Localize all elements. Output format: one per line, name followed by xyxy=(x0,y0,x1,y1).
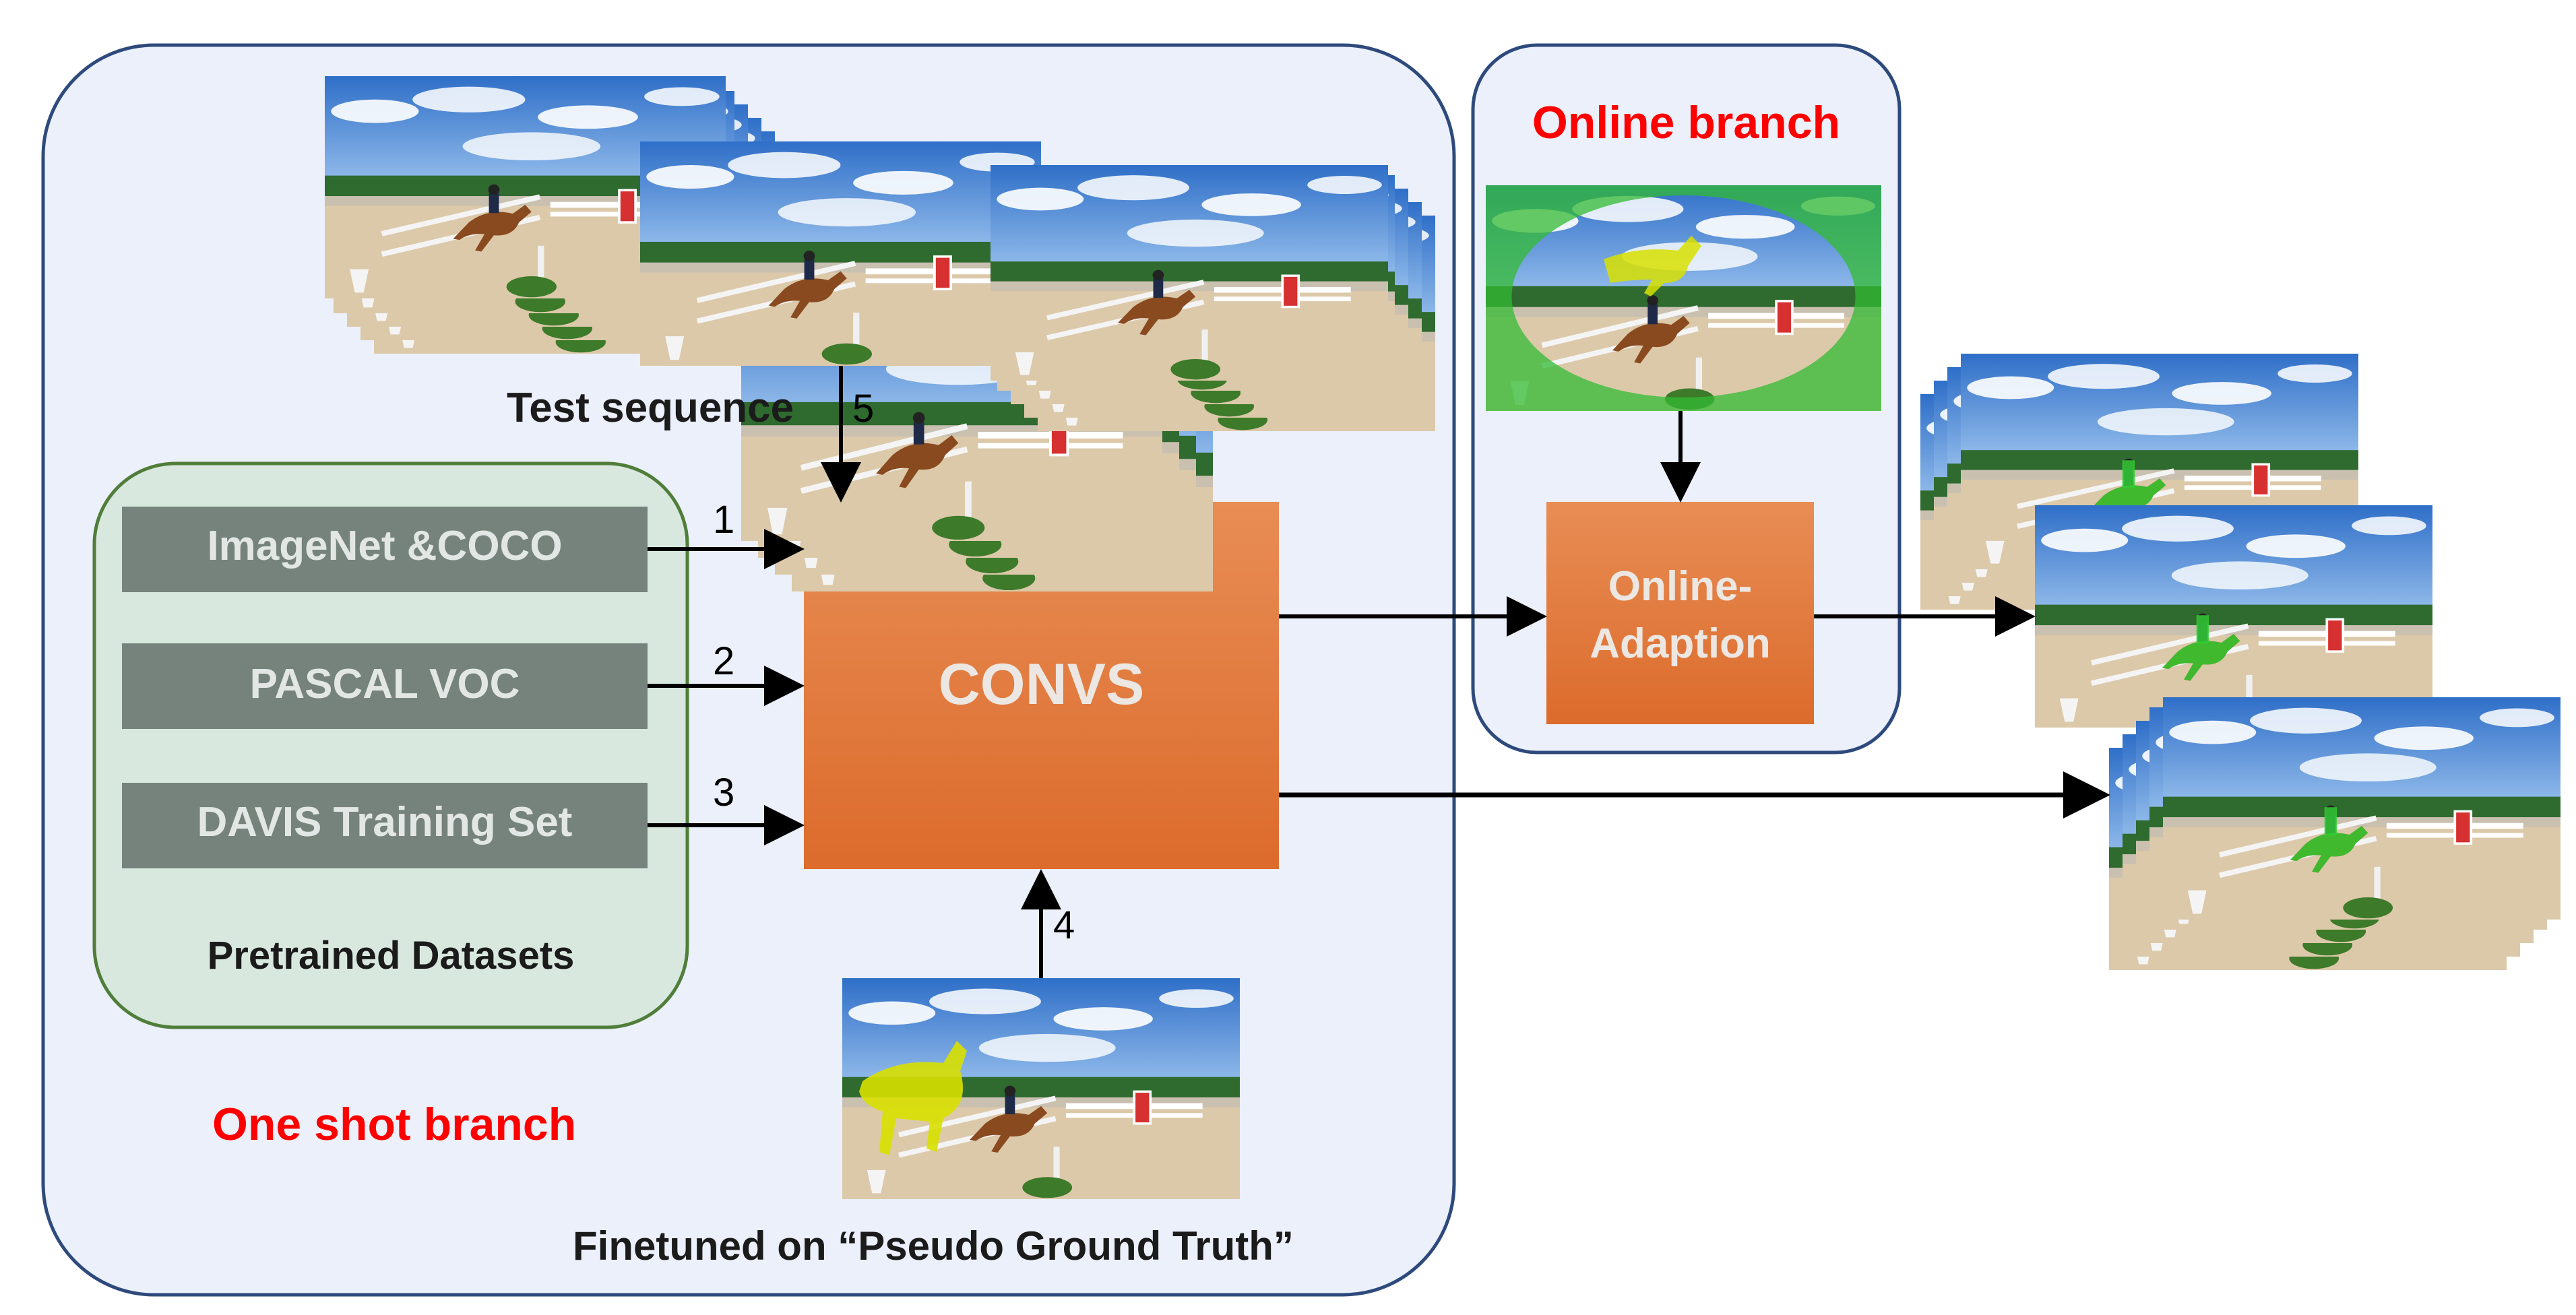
dataset-box-pascal xyxy=(122,643,648,729)
dataset-box-davis xyxy=(122,783,648,868)
arrow-number-2: 2 xyxy=(713,639,735,683)
pretrained-datasets-label: Pretrained Datasets xyxy=(207,934,575,977)
output-stack-bottom xyxy=(2109,697,2561,970)
test-sequence-stack-right xyxy=(991,165,1435,431)
online-adaption-label-line2: Adaption xyxy=(1590,620,1771,667)
pretrained-datasets-group xyxy=(92,461,689,1029)
test-sequence-label: Test sequence xyxy=(507,385,794,431)
finetuned-label: Finetuned on “Pseudo Ground Truth” xyxy=(573,1223,1294,1269)
dataset-box-imagenet xyxy=(122,507,648,592)
arrow-number-3: 3 xyxy=(713,771,735,814)
online-adaption-label-line1: Online- xyxy=(1608,563,1753,610)
arrow-number-4: 4 xyxy=(1053,903,1075,947)
arrow-number-1: 1 xyxy=(713,498,735,542)
online-branch-title: Online branch xyxy=(1532,97,1841,148)
dataset-label-davis: DAVIS Training Set xyxy=(197,799,573,845)
dataset-label-pascal: PASCAL VOC xyxy=(249,661,520,707)
arrow-number-5: 5 xyxy=(852,387,875,430)
pseudo-ground-truth-image xyxy=(842,978,1240,1199)
convs-label: CONVS xyxy=(938,652,1145,717)
dataset-label-imagenet: ImageNet &COCO xyxy=(207,523,563,569)
one-shot-branch-title: One shot branch xyxy=(212,1099,577,1150)
output-stack-top xyxy=(1920,354,2432,728)
online-adaption-box xyxy=(1546,502,1814,724)
online-mask-image xyxy=(1486,185,1881,411)
